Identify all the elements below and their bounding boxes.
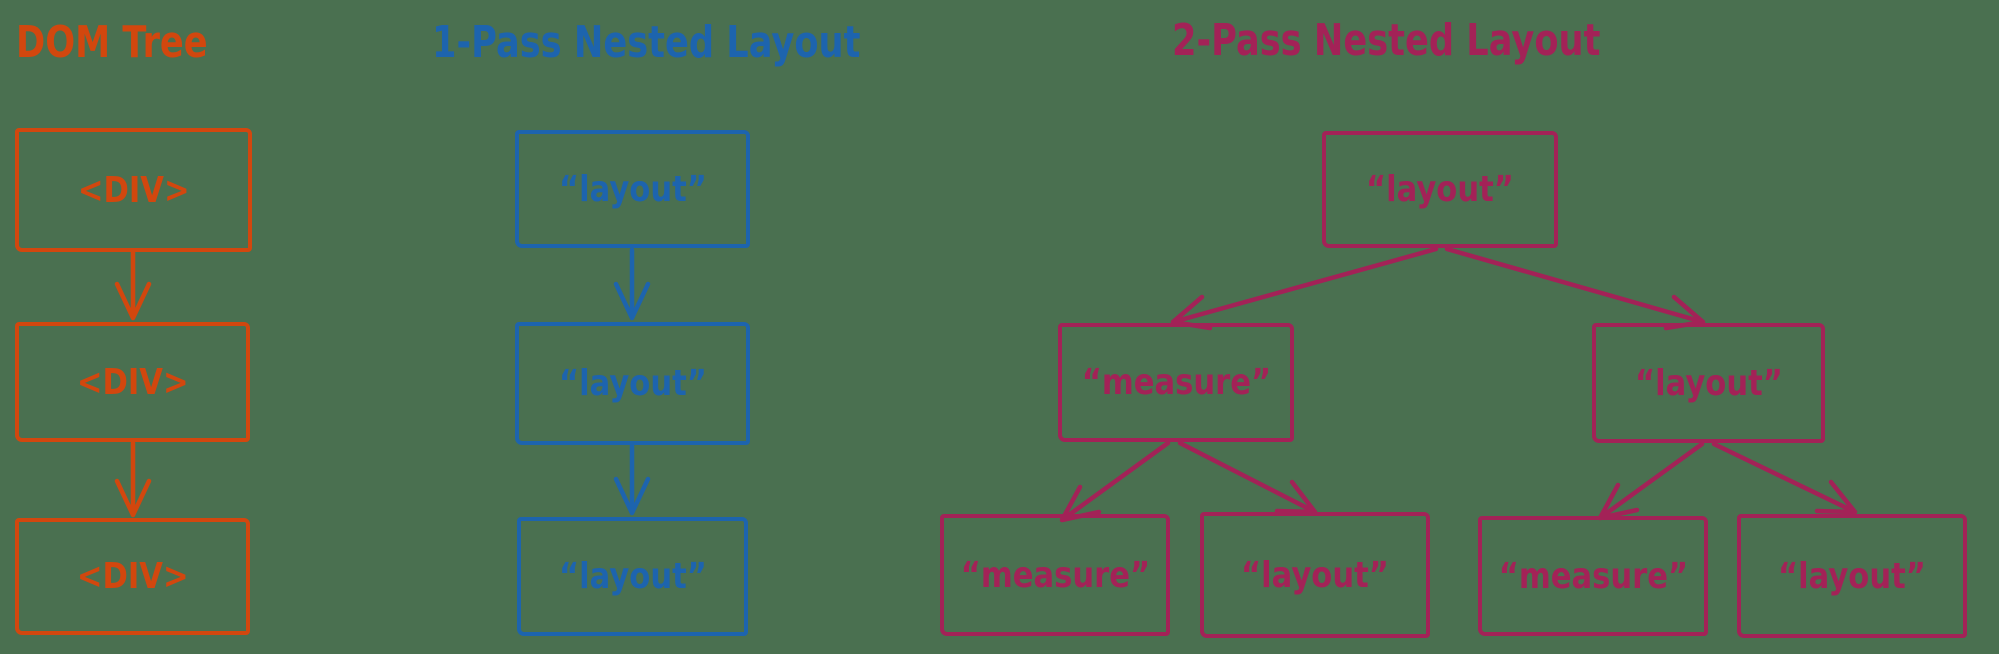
node-mid-layout-label: “layout” <box>1634 362 1783 404</box>
node-div-2: <DIV> <box>15 322 250 442</box>
node-leaf-layout-2-label: “layout” <box>1778 555 1926 597</box>
node-leaf-measure-2-label: “measure” <box>1498 555 1688 597</box>
node-layout-2: “layout” <box>515 322 750 445</box>
title-dom-tree: DOM Tree <box>16 17 208 68</box>
node-mid-layout: “layout” <box>1592 323 1825 443</box>
arrow-layout1-layout2 <box>613 247 651 321</box>
title-1-pass-nested-layout: 1-Pass Nested Layout <box>432 17 861 68</box>
node-layout-2-label: “layout” <box>558 363 707 404</box>
node-mid-measure: “measure” <box>1058 323 1294 442</box>
node-layout-3-label: “layout” <box>558 556 707 597</box>
node-div-1-label: <DIV> <box>77 169 190 211</box>
arrow-div1-div2 <box>114 249 152 321</box>
node-div-3-label: <DIV> <box>76 556 189 597</box>
node-root-layout-label: “layout” <box>1366 169 1514 210</box>
node-leaf-layout-1-label: “layout” <box>1241 554 1389 596</box>
node-leaf-measure-1: “measure” <box>940 514 1170 636</box>
arrow-midmeasure-leafmeasure1 <box>1059 440 1171 523</box>
node-div-1: <DIV> <box>15 128 252 252</box>
node-div-3: <DIV> <box>15 518 250 635</box>
node-root-layout: “layout” <box>1322 131 1558 248</box>
arrow-root-midmeasure <box>1170 246 1439 331</box>
arrow-midlayout-leafmeasure2 <box>1597 441 1705 521</box>
arrow-midmeasure-leaflayout1 <box>1177 440 1318 515</box>
arrow-root-midlayout <box>1444 246 1706 331</box>
arrow-layout2-layout3 <box>613 443 651 516</box>
node-layout-3: “layout” <box>517 517 748 636</box>
node-div-2-label: <DIV> <box>76 361 189 403</box>
node-leaf-layout-2: “layout” <box>1737 514 1967 638</box>
node-leaf-measure-1-label: “measure” <box>960 554 1150 596</box>
node-layout-1-label: “layout” <box>558 168 707 210</box>
node-mid-measure-label: “measure” <box>1081 362 1271 403</box>
arrow-div2-div3 <box>114 440 152 518</box>
node-layout-1: “layout” <box>515 130 750 248</box>
node-leaf-measure-2: “measure” <box>1478 516 1708 636</box>
arrow-midlayout-leaflayout2 <box>1711 441 1858 515</box>
node-leaf-layout-1: “layout” <box>1200 512 1430 638</box>
title-2-pass-nested-layout: 2-Pass Nested Layout <box>1172 15 1601 66</box>
